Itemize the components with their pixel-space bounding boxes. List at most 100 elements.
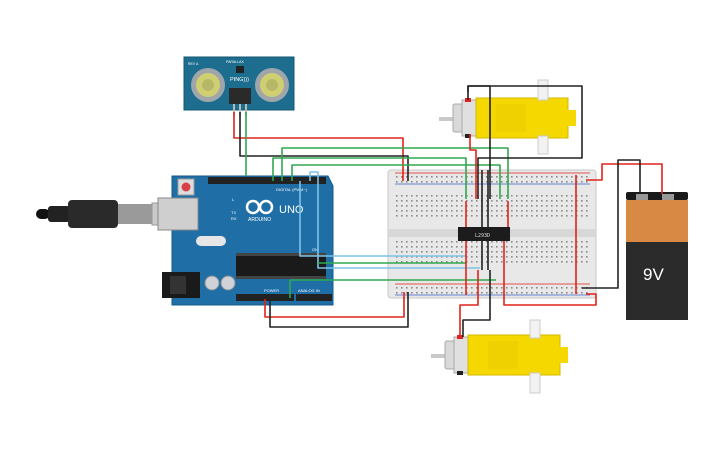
breadboard-hole	[396, 205, 398, 207]
wire-top-black-loop	[467, 85, 583, 199]
breadboard-hole	[556, 256, 558, 258]
wire-motor-bottom-black	[462, 270, 491, 337]
breadboard-hole	[536, 287, 538, 289]
breadboard-hole	[416, 181, 418, 183]
breadboard-hole	[411, 215, 413, 217]
breadboard-hole	[541, 210, 543, 212]
l293d-driver-chip[interactable]: L293D	[458, 227, 510, 241]
breadboard-hole	[516, 205, 518, 207]
breadboard-hole	[461, 176, 463, 178]
breadboard-hole	[501, 256, 503, 258]
arduino-brand-text: ARDUINO	[248, 217, 271, 223]
breadboard-hole	[396, 210, 398, 212]
breadboard-hole	[546, 195, 548, 197]
breadboard-hole	[511, 256, 513, 258]
breadboard-hole	[581, 256, 583, 258]
breadboard-hole	[491, 181, 493, 183]
breadboard-hole	[566, 200, 568, 202]
breadboard-hole	[441, 205, 443, 207]
breadboard-hole	[451, 205, 453, 207]
breadboard-hole	[416, 292, 418, 294]
breadboard-hole	[416, 215, 418, 217]
breadboard-hole	[551, 251, 553, 253]
breadboard-hole	[491, 251, 493, 253]
breadboard-hole	[541, 251, 543, 253]
breadboard-hole	[546, 205, 548, 207]
breadboard-hole	[551, 200, 553, 202]
wire-sensor-gnd-black	[239, 112, 409, 181]
breadboard-hole	[561, 287, 563, 289]
breadboard-hole	[501, 246, 503, 248]
breadboard-hole	[491, 241, 493, 243]
breadboard-hole	[401, 251, 403, 253]
breadboard-hole	[486, 241, 488, 243]
breadboard-hole	[536, 176, 538, 178]
breadboard-hole	[551, 181, 553, 183]
breadboard-hole	[476, 215, 478, 217]
arduino-uno-board[interactable]: ARDUINO UNO DIGITAL (PWM~) POWER ANALOG …	[157, 175, 334, 306]
breadboard-hole	[431, 241, 433, 243]
breadboard-hole	[446, 181, 448, 183]
breadboard-hole	[556, 246, 558, 248]
breadboard-hole	[421, 261, 423, 263]
breadboard-hole	[526, 200, 528, 202]
breadboard-hole	[521, 210, 523, 212]
breadboard-hole	[451, 176, 453, 178]
breadboard-hole	[471, 181, 473, 183]
breadboard-hole	[441, 287, 443, 289]
breadboard-hole	[421, 241, 423, 243]
breadboard-hole	[496, 176, 498, 178]
breadboard-hole	[491, 256, 493, 258]
dc-gear-motor-top[interactable]	[439, 79, 576, 155]
wire-green-1	[272, 157, 467, 199]
breadboard-hole	[496, 256, 498, 258]
wire-sensor-vcc-red	[233, 112, 404, 181]
breadboard-hole	[461, 200, 463, 202]
breadboard-hole	[456, 181, 458, 183]
breadboard-hole	[456, 246, 458, 248]
breadboard-hole	[406, 210, 408, 212]
dc-gear-motor-bottom[interactable]	[431, 319, 568, 394]
breadboard-hole	[561, 292, 563, 294]
breadboard-hole	[401, 210, 403, 212]
breadboard-hole	[411, 246, 413, 248]
breadboard-hole	[486, 292, 488, 294]
breadboard-hole	[451, 287, 453, 289]
breadboard-hole	[536, 215, 538, 217]
breadboard-hole	[551, 241, 553, 243]
breadboard-hole	[521, 200, 523, 202]
breadboard-hole	[456, 287, 458, 289]
breadboard-hole	[516, 215, 518, 217]
wire-green-3	[291, 164, 501, 199]
breadboard-hole	[531, 210, 533, 212]
breadboard-hole	[491, 287, 493, 289]
breadboard-hole	[436, 210, 438, 212]
9v-battery[interactable]: 9V	[626, 192, 688, 320]
breadboard-hole	[551, 246, 553, 248]
battery-label: 9V	[643, 265, 664, 284]
breadboard-hole	[531, 195, 533, 197]
breadboard-hole	[476, 205, 478, 207]
sensor-rev-text: REV A	[188, 62, 199, 66]
breadboard-hole	[526, 256, 528, 258]
breadboard-hole	[471, 176, 473, 178]
breadboard-hole	[491, 176, 493, 178]
breadboard-hole	[506, 176, 508, 178]
breadboard-hole	[451, 210, 453, 212]
breadboard-hole	[426, 210, 428, 212]
breadboard-hole	[521, 251, 523, 253]
breadboard-hole	[526, 287, 528, 289]
breadboard-hole	[491, 210, 493, 212]
breadboard-hole	[451, 261, 453, 263]
breadboard-hole	[411, 210, 413, 212]
breadboard-hole	[566, 251, 568, 253]
breadboard-hole	[451, 181, 453, 183]
breadboard-hole	[541, 287, 543, 289]
breadboard-hole	[476, 251, 478, 253]
breadboard-hole	[536, 256, 538, 258]
breadboard-hole	[401, 215, 403, 217]
ping-ultrasonic-sensor[interactable]: PARALLAX REV A PING)))	[183, 56, 295, 116]
breadboard-hole	[506, 256, 508, 258]
breadboard-hole	[561, 181, 563, 183]
breadboard-hole	[496, 241, 498, 243]
